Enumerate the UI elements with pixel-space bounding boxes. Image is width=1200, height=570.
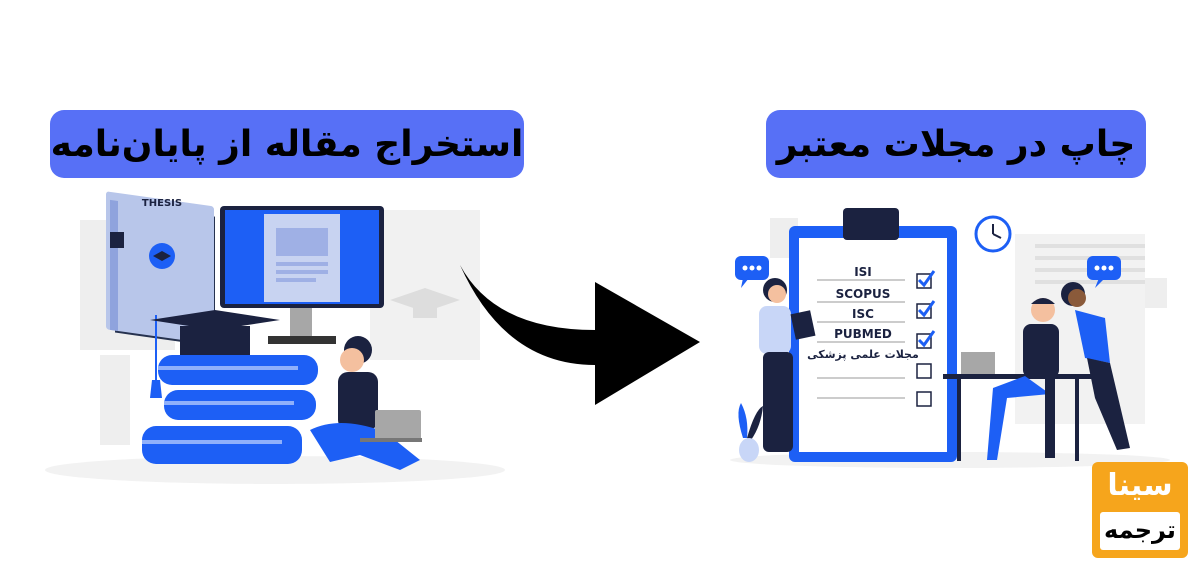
title-right-text: چاپ در مجلات معتبر bbox=[776, 123, 1136, 165]
title-banner-right: چاپ در مجلات معتبر bbox=[766, 110, 1146, 178]
woman-with-clipboard bbox=[759, 278, 816, 452]
checklist-clipboard: ISI SCOPUS ISC PUBMED مجلات علمی پزشکی bbox=[789, 208, 957, 462]
monitor bbox=[220, 206, 384, 344]
thesis-illustration: THESIS bbox=[45, 191, 505, 484]
checklist-item: ISI bbox=[854, 265, 872, 279]
plant-icon bbox=[738, 403, 763, 462]
graduation-cap-icon bbox=[153, 251, 171, 261]
checklist-item: مجلات علمی پزشکی bbox=[807, 348, 919, 361]
logo-line1: سینا bbox=[1107, 468, 1173, 503]
grad-cap-icon bbox=[390, 288, 460, 312]
woman-with-laptop bbox=[310, 336, 422, 470]
arrow-right-icon bbox=[460, 265, 700, 405]
logo-line2-box bbox=[1100, 512, 1180, 550]
checkbox-checked-icon bbox=[916, 330, 936, 349]
man-sitting bbox=[987, 298, 1059, 460]
book-stack bbox=[142, 355, 318, 464]
checkbox-empty-icon bbox=[916, 391, 932, 407]
sina-tarjome-logo: سینا ترجمه bbox=[1092, 462, 1188, 558]
checklist-item: ISC bbox=[852, 307, 874, 321]
title-banner-left: استخراج مقاله از پایان‌نامه bbox=[50, 110, 524, 178]
journals-illustration: ISI SCOPUS ISC PUBMED مجلات علمی پزشکی bbox=[730, 208, 1170, 468]
chat-bubble-icon bbox=[1087, 256, 1121, 288]
clock-icon bbox=[974, 215, 1012, 253]
checkbox-checked-icon bbox=[916, 300, 936, 319]
checklist-item: SCOPUS bbox=[836, 287, 891, 301]
thesis-book: THESIS bbox=[106, 191, 215, 398]
logo-line2: ترجمه bbox=[1104, 516, 1176, 544]
desk bbox=[943, 352, 1093, 461]
checklist-item: PUBMED bbox=[834, 327, 892, 341]
checkbox-checked-icon bbox=[916, 270, 936, 289]
checkbox-empty-icon bbox=[916, 363, 932, 379]
woman-standing bbox=[1061, 282, 1130, 450]
title-left-text: استخراج مقاله از پایان‌نامه bbox=[50, 123, 524, 165]
book-label-text: THESIS bbox=[142, 198, 182, 209]
chat-bubble-icon bbox=[735, 256, 769, 288]
